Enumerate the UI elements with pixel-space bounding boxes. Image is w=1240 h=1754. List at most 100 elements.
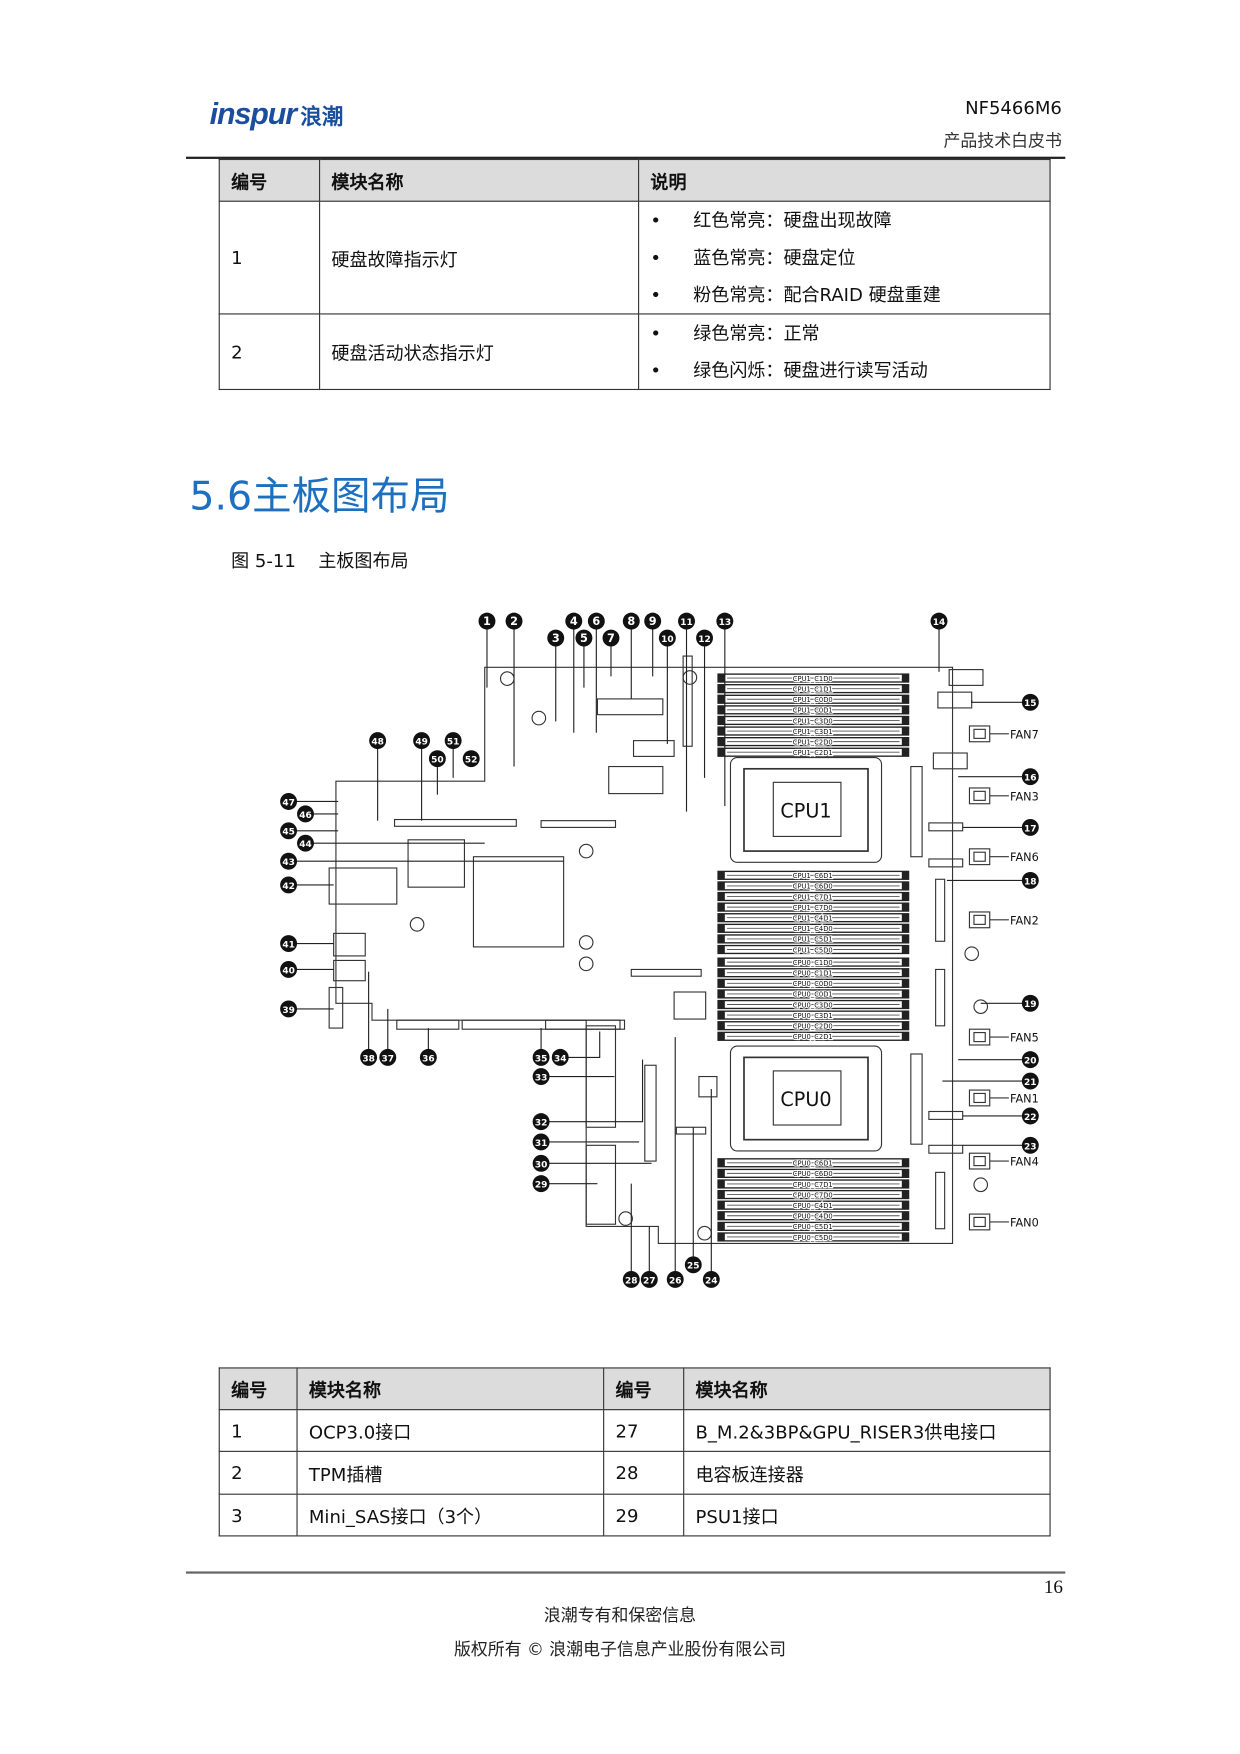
board-component xyxy=(928,1110,964,1120)
dimm-latch xyxy=(901,716,909,725)
dimm-latch xyxy=(901,1211,909,1220)
dimm-latch xyxy=(901,871,909,880)
fan-label: FAN0 xyxy=(1010,1216,1039,1229)
dimm-label: CPU0_C5D1 xyxy=(793,1223,833,1231)
table-header-row: 编号 模块名称 说明 xyxy=(218,158,1051,202)
page-number: 16 xyxy=(1043,1575,1064,1598)
dimm-latch xyxy=(901,979,909,988)
dimm-label: CPU0_C6D1 xyxy=(793,1160,833,1168)
cell: 3 xyxy=(218,1493,298,1537)
dimm-latch xyxy=(718,958,725,967)
callout-number: 23 xyxy=(1024,1142,1037,1152)
callout-number: 44 xyxy=(299,840,312,850)
dimm-label: CPU1_C2D1 xyxy=(793,749,833,757)
caption-number: 图 5-11 xyxy=(231,550,296,572)
callout-marker xyxy=(1021,818,1039,836)
header-cell: 模块名称 xyxy=(683,1367,1051,1411)
callout-number: 30 xyxy=(535,1160,548,1170)
callout-marker xyxy=(280,876,298,894)
board-component xyxy=(328,867,398,905)
desc-item: 蓝色常亮：硬盘定位 xyxy=(650,239,1038,276)
callout-marker xyxy=(280,935,298,952)
callout-number: 36 xyxy=(422,1054,435,1064)
callout-number: 14 xyxy=(933,618,946,628)
dimm-latch xyxy=(901,748,909,757)
dimm-label: CPU0_C4D1 xyxy=(793,1202,833,1210)
board-component xyxy=(333,932,366,957)
dimm-label: CPU0_C6D0 xyxy=(793,1170,833,1178)
fan-connector xyxy=(968,1213,991,1231)
dimm-label: CPU1_C1D0 xyxy=(793,675,833,683)
cell: 29 xyxy=(603,1493,685,1537)
callout-number: 50 xyxy=(431,756,444,766)
dimm-label: CPU0_C0D0 xyxy=(793,980,833,988)
callout-marker xyxy=(565,612,583,630)
callout-number: 24 xyxy=(705,1276,718,1286)
dimm-latch xyxy=(718,1169,725,1178)
callout-marker xyxy=(1021,693,1039,711)
dimm-latch xyxy=(718,1158,725,1167)
callout-marker xyxy=(478,612,496,630)
mounting-hole xyxy=(499,671,515,686)
dimm-latch xyxy=(718,674,725,682)
mounting-hole xyxy=(578,843,594,859)
mounting-hole xyxy=(618,1211,633,1226)
callout-number: 27 xyxy=(643,1276,656,1286)
dimm-latch xyxy=(901,1158,909,1167)
dimm-label: CPU0_C3D0 xyxy=(793,1001,833,1009)
dimm-label: CPU0_C2D0 xyxy=(793,1023,833,1031)
callout-marker xyxy=(696,629,713,647)
dimm-label: CPU1_C7D0 xyxy=(793,904,833,912)
callout-number: 21 xyxy=(1024,1078,1037,1088)
callout-marker xyxy=(532,1133,550,1151)
dimm-latch xyxy=(901,737,909,746)
table-header-row: 编号 模块名称 编号 模块名称 xyxy=(218,1367,1051,1411)
dimm-latch xyxy=(718,684,725,693)
callout-marker xyxy=(280,960,298,978)
dimm-latch xyxy=(901,913,909,922)
callout-marker xyxy=(413,732,431,750)
cell-desc: 绿色常亮：正常 绿色闪烁：硬盘进行读写活动 xyxy=(638,313,1051,391)
dimm-latch xyxy=(718,968,725,977)
dimm-latch xyxy=(718,1233,725,1241)
dimm-latch xyxy=(901,1222,909,1231)
callout-number: 10 xyxy=(661,635,674,645)
dimm-label: CPU0_C7D1 xyxy=(793,1181,833,1189)
callout-leader xyxy=(560,1031,601,1058)
desc-item: 绿色常亮：正常 xyxy=(650,315,1038,352)
dimm-latch xyxy=(718,913,725,922)
dimm-label: CPU1_C2D0 xyxy=(793,738,833,746)
led-table: 编号 模块名称 说明 1 硬盘故障指示灯 红色常亮：硬盘出现故障 蓝色常亮：硬盘… xyxy=(218,158,1051,391)
confidential-notice: 浪潮专有和保密信息 xyxy=(543,1605,697,1626)
callout-number: 47 xyxy=(282,798,295,808)
callout-marker xyxy=(428,750,446,768)
callout-marker xyxy=(379,1048,397,1066)
callout-marker xyxy=(716,612,734,630)
callout-marker xyxy=(640,1270,658,1288)
header-divider xyxy=(185,156,1066,159)
mounting-hole xyxy=(531,710,547,726)
callout-number: 7 xyxy=(607,632,615,645)
dimm-label: CPU1_C3D1 xyxy=(793,728,833,736)
board-component xyxy=(675,1126,707,1135)
callout-number: 38 xyxy=(362,1054,375,1064)
callout-number: 4 xyxy=(570,615,578,628)
board-component xyxy=(545,1019,626,1030)
fan-connector-inner xyxy=(973,1092,986,1104)
header-cell: 模块名称 xyxy=(296,1367,605,1411)
board-component xyxy=(540,820,617,828)
dimm-latch xyxy=(718,727,725,735)
board-component xyxy=(396,1019,460,1030)
callout-leader xyxy=(971,700,1031,703)
callout-number: 16 xyxy=(1024,774,1037,784)
dimm-latch xyxy=(901,1180,909,1188)
fan-connector-inner xyxy=(973,1216,986,1228)
callout-number: 33 xyxy=(535,1073,548,1083)
dimm-latch xyxy=(718,1190,725,1199)
callout-number: 8 xyxy=(627,615,635,628)
board-component xyxy=(682,655,693,747)
footer-divider xyxy=(185,1571,1066,1574)
dimm-latch xyxy=(901,695,909,704)
callout-marker xyxy=(280,1000,298,1018)
